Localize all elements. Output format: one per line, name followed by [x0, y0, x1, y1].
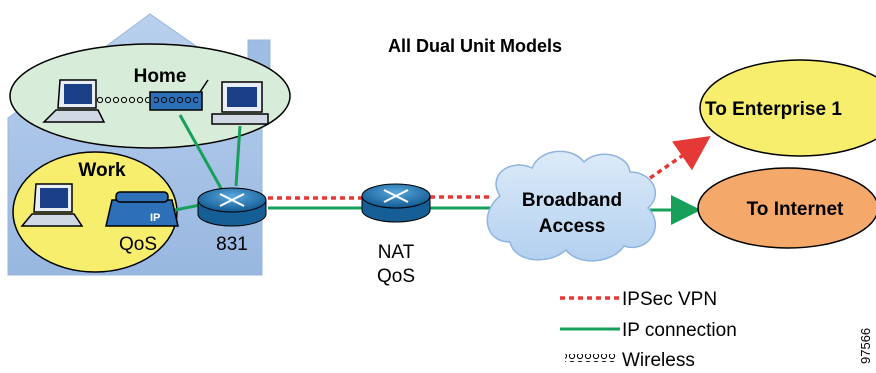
- broadband-cloud: [486, 150, 657, 262]
- legend-ipsec-label: IPSec VPN: [622, 289, 717, 310]
- diagram-title: All Dual Unit Models: [388, 36, 562, 56]
- enterprise-destination: [699, 59, 876, 157]
- laptop-icon: [42, 79, 106, 123]
- work-zone: [12, 151, 178, 273]
- legend-wireless-swatch: [565, 354, 617, 362]
- router-831-label: 831: [216, 234, 248, 255]
- legend-wireless-label: Wireless: [622, 350, 695, 371]
- router-nat-icon: [361, 183, 431, 223]
- home-label: Home: [134, 66, 187, 87]
- router-831-icon: [197, 187, 267, 227]
- desktop-pc-icon: [211, 81, 269, 125]
- ip-connection-lines: [174, 114, 701, 225]
- ip-phone-icon: IP: [105, 191, 179, 227]
- ip-phone-badge: IP: [150, 212, 160, 224]
- cloud-label-line2: Access: [539, 216, 606, 237]
- nat-qos-label: QoS: [377, 266, 415, 287]
- legend: IPSec VPN IP connection Wireless: [560, 289, 737, 371]
- enterprise-label: To Enterprise 1: [705, 99, 842, 120]
- work-laptop-icon: [20, 183, 84, 227]
- qos-label: QoS: [119, 234, 157, 255]
- figure-id: 97566: [858, 328, 873, 364]
- work-label: Work: [78, 160, 126, 181]
- legend-ip-label: IP connection: [622, 320, 737, 341]
- ipsec-vpn-lines: [268, 136, 711, 200]
- wireless-link: [97, 96, 149, 104]
- nat-label: NAT: [378, 242, 415, 263]
- internet-destination: [697, 167, 876, 249]
- internet-label: To Internet: [747, 199, 844, 220]
- cloud-label-line1: Broadband: [522, 190, 622, 211]
- access-point-icon: [149, 79, 209, 111]
